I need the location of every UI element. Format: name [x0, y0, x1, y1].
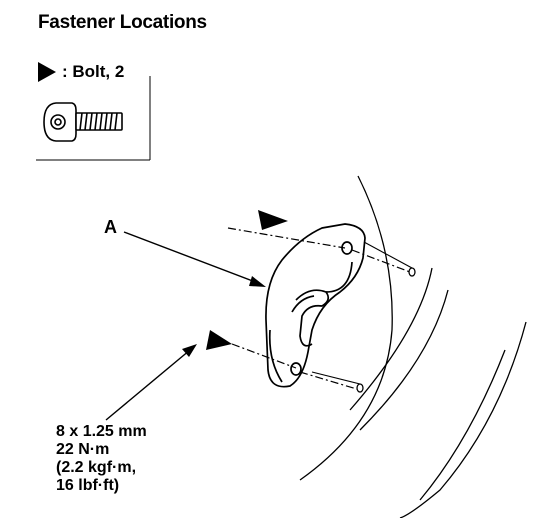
spec-size: 8 x 1.25 mm: [56, 423, 147, 440]
panel-hole-lower: [356, 383, 364, 393]
arrowhead-icon: [38, 62, 56, 82]
callout-label-a: A: [104, 217, 117, 237]
bolt-marker-upper-icon: [258, 210, 288, 230]
leader-line-a: [123, 231, 266, 287]
leader-line-spec: [105, 344, 197, 421]
legend-label: : Bolt, 2: [62, 62, 125, 81]
bolt-marker-lower-icon: [206, 330, 232, 350]
legend-frame: [36, 76, 151, 161]
spec-lbf-ft: 16 lbf·ft): [56, 477, 120, 494]
spec-kgf-m: (2.2 kgf·m,: [56, 459, 137, 476]
panel-hole-upper: [408, 267, 416, 277]
bolt-icon: [43, 102, 123, 142]
hole-projection-lines: [311, 241, 413, 385]
spec-newton-meters: 22 N·m: [56, 441, 110, 458]
torque-spec: 8 x 1.25 mm 22 N·m (2.2 kgf·m, 16 lbf·ft…: [56, 423, 147, 495]
bracket-a: [265, 223, 366, 388]
body-panel-lines: [299, 175, 527, 518]
page-title: Fastener Locations: [38, 12, 207, 33]
bolt-guide-lines: [227, 227, 411, 391]
